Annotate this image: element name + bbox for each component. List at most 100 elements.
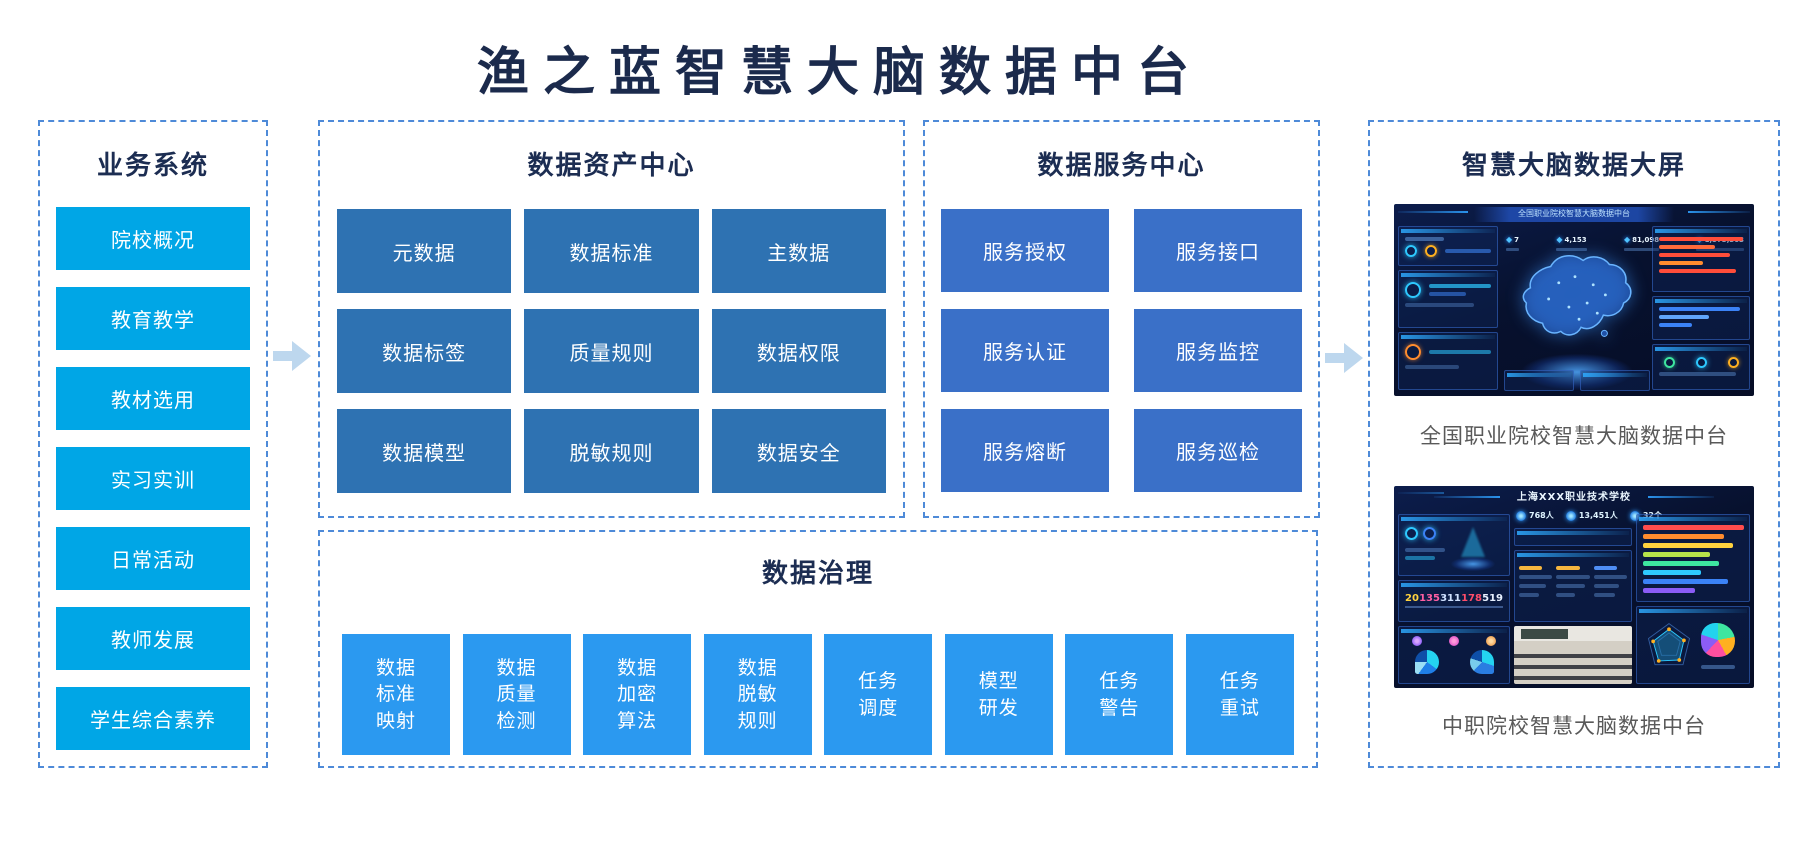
dashboard-panel xyxy=(1514,550,1632,622)
hologram xyxy=(1451,525,1495,573)
gauge-ring-icon xyxy=(1423,527,1437,540)
hologram-cone-icon xyxy=(1461,527,1485,557)
data-service-grid: 服务授权 服务接口 服务认证 服务监控 服务熔断 服务巡检 xyxy=(925,209,1318,492)
decor-bar xyxy=(1405,548,1445,552)
gauge-ring-icon xyxy=(1405,245,1417,257)
governance-box: 任务 重试 xyxy=(1185,634,1294,755)
governance-box: 任务 调度 xyxy=(824,634,933,755)
stat-value: 768人 xyxy=(1529,511,1554,520)
bar-group xyxy=(1429,284,1491,296)
stat-item: ◆4,153 xyxy=(1556,227,1587,251)
data-governance-panel: 数据治理 数据 标准 映射 数据 质量 检测 数据 加密 算法 数据 脱敏 规则… xyxy=(318,530,1318,768)
decor-bar xyxy=(1519,593,1539,597)
figure-icon xyxy=(1727,357,1739,368)
governance-box: 任务 警告 xyxy=(1065,634,1174,755)
dashboard-panel xyxy=(1398,226,1498,266)
list-col xyxy=(1556,562,1590,597)
metric-number: 519 xyxy=(1482,593,1503,604)
decor-bar xyxy=(1429,292,1467,296)
color-bar xyxy=(1643,543,1733,548)
red-bar xyxy=(1659,261,1704,265)
radar-chart-icon xyxy=(1647,623,1691,666)
stat-label-bar xyxy=(1506,248,1520,251)
blue-bar xyxy=(1659,323,1692,327)
decor-bar xyxy=(1519,566,1543,570)
metric-value: 135 xyxy=(1419,593,1440,608)
pie-chart-icon xyxy=(1701,623,1735,657)
dashboard-panel xyxy=(1504,370,1574,391)
list-columns xyxy=(1515,560,1631,599)
decor-bar xyxy=(1519,575,1553,579)
color-bar xyxy=(1643,570,1702,575)
stat-value: 81,098 xyxy=(1632,236,1660,244)
dashboard-national-caption: 全国职业院校智慧大脑数据中台 xyxy=(1420,424,1728,448)
gauge-row xyxy=(1405,245,1491,257)
governance-box: 模型 研发 xyxy=(944,634,1053,755)
radar-panel xyxy=(1636,606,1750,684)
asset-box: 数据模型 xyxy=(337,409,512,493)
metric-number: 135 xyxy=(1419,593,1440,604)
stat-item: 13,451人 xyxy=(1565,510,1618,521)
service-box: 服务熔断 xyxy=(941,409,1109,492)
dashboard-panel xyxy=(1398,270,1498,328)
decor-bar xyxy=(1429,350,1491,354)
decor-bar xyxy=(1593,593,1616,597)
blue-bar xyxy=(1659,315,1709,319)
governance-box: 数据 质量 检测 xyxy=(462,634,571,755)
dashboard-title: 上海XXX职业技术学校 xyxy=(1516,492,1632,503)
service-box: 服务巡检 xyxy=(1134,409,1302,492)
gauge-ring-icon xyxy=(1405,282,1421,298)
asset-box: 数据标准 xyxy=(524,209,699,293)
color-bar xyxy=(1643,579,1729,584)
dashboard-panel xyxy=(1652,226,1750,292)
icon-row xyxy=(1399,636,1509,646)
stat-value: 7 xyxy=(1514,236,1520,244)
stat-label-bar xyxy=(1623,248,1660,251)
gauge-ring-icon xyxy=(1405,344,1421,360)
metric-number: 311 xyxy=(1440,593,1461,604)
business-box: 教育教学 xyxy=(56,287,250,350)
pie-chart-icon xyxy=(1414,650,1439,674)
dashboard-panel xyxy=(1398,332,1498,390)
decor-bar xyxy=(1398,211,1468,213)
metric-underline xyxy=(1461,606,1482,608)
decor-bar xyxy=(1405,237,1445,241)
business-box: 学生综合素养 xyxy=(56,687,250,750)
pie-row xyxy=(1399,650,1509,674)
governance-box: 数据 加密 算法 xyxy=(583,634,692,755)
dashboard-title: 全国职业院校智慧大脑数据中台 xyxy=(1474,207,1674,222)
business-box: 院校概况 xyxy=(56,207,250,270)
metrics-panel: 20 135 311 178 519 xyxy=(1398,580,1510,622)
service-box: 服务接口 xyxy=(1134,209,1302,292)
asset-box: 主数据 xyxy=(711,209,886,293)
stat-value: 13,451人 xyxy=(1578,511,1618,520)
business-systems-heading: 业务系统 xyxy=(96,151,209,181)
business-box: 实习实训 xyxy=(56,447,250,510)
service-box: 服务授权 xyxy=(941,209,1109,292)
decor-bar xyxy=(1434,496,1500,498)
asset-box: 脱敏规则 xyxy=(524,409,699,493)
page-title: 渔之蓝智慧大脑数据中台 xyxy=(476,43,1203,103)
blue-bar xyxy=(1659,307,1740,311)
service-box: 服务监控 xyxy=(1134,309,1302,392)
pie-chart-icon xyxy=(1469,650,1494,674)
red-bar xyxy=(1659,245,1715,249)
dashboard-panel xyxy=(1398,626,1510,684)
color-bar xyxy=(1643,588,1695,593)
dashboard-school-screenshot: 上海XXX职业技术学校 768人 13,451人 32个 xyxy=(1394,486,1754,688)
service-box: 服务认证 xyxy=(941,309,1109,392)
metric-underline xyxy=(1482,606,1503,608)
red-bar xyxy=(1659,253,1731,257)
data-governance-row: 数据 标准 映射 数据 质量 检测 数据 加密 算法 数据 脱敏 规则 任务 调… xyxy=(320,634,1316,755)
dashboard-panel xyxy=(1398,514,1510,576)
color-bar xyxy=(1643,552,1711,557)
glow-circle-icon xyxy=(1629,510,1640,521)
blackboard xyxy=(1521,629,1569,639)
decor-bar xyxy=(1405,365,1459,369)
metric-underline xyxy=(1405,606,1419,608)
smart-brain-screens-panel: 智慧大脑数据大屏 全国职业院校智慧大脑数据中台 ◆7 ◆4,153 ◆81,09… xyxy=(1368,120,1780,768)
list-col xyxy=(1593,562,1627,597)
metric-value: 20 xyxy=(1405,593,1419,608)
figure-icon xyxy=(1663,357,1675,368)
